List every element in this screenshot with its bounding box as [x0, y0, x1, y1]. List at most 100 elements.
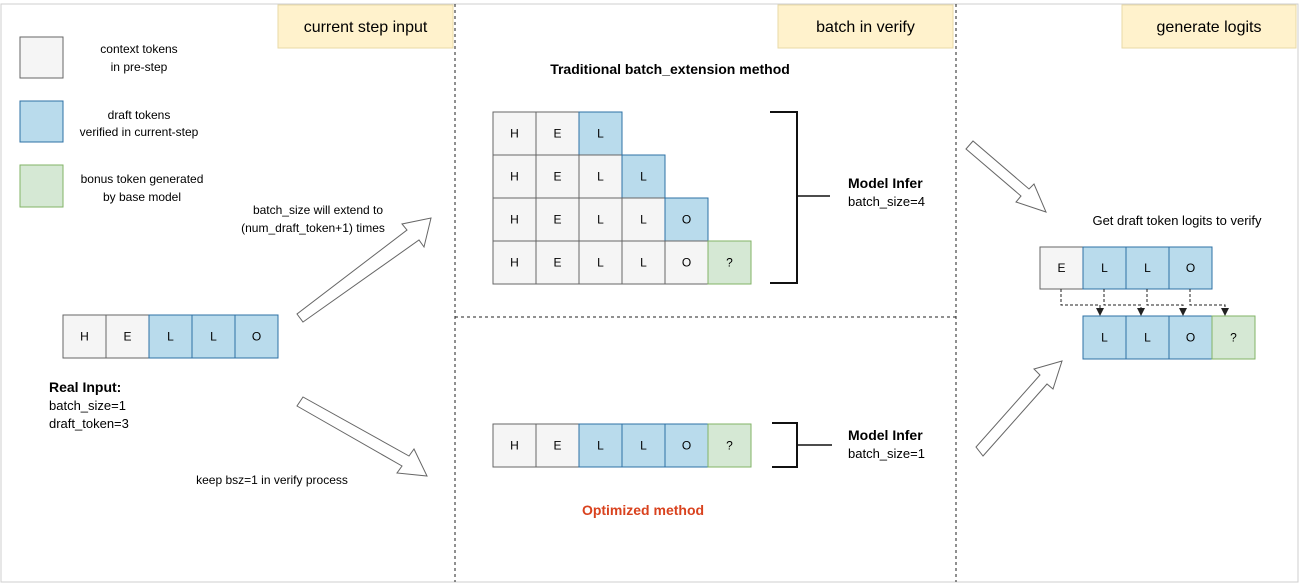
token-context: H: [492, 423, 537, 468]
token-draft: O: [1168, 315, 1213, 360]
token-draft: L: [621, 154, 666, 199]
token-label: O: [1186, 331, 1195, 345]
token-box: [535, 240, 580, 285]
to-logits-upper-arrow: [965, 140, 1047, 213]
token-label: H: [510, 213, 519, 227]
token-label: ?: [1230, 331, 1237, 345]
logits-output-token-row: L L O?: [1082, 315, 1256, 360]
token-box: [621, 423, 666, 468]
token-box: [1211, 315, 1256, 360]
legend-context-line2: in pre-step: [111, 60, 168, 74]
token-label: L: [640, 213, 647, 227]
token-label: E: [123, 330, 131, 344]
token-label: L: [1144, 331, 1151, 345]
token-draft: L: [148, 314, 193, 359]
token-box: [191, 314, 236, 359]
logits-arrow: [1146, 289, 1187, 316]
token-label: O: [682, 256, 691, 270]
token-label: H: [510, 256, 519, 270]
token-box: [707, 423, 752, 468]
token-box: [664, 197, 709, 242]
token-box: [492, 197, 537, 242]
token-box: [1125, 246, 1170, 290]
header-current-step-input: current step input: [277, 4, 454, 49]
token-box: [707, 240, 752, 285]
token-box: [578, 111, 623, 156]
legend-context-swatch: [19, 36, 64, 79]
token-label: ?: [726, 439, 733, 453]
token-context: L: [578, 154, 623, 199]
token-draft: L: [1082, 315, 1127, 360]
token-context: E: [535, 197, 580, 242]
token-label: L: [1101, 261, 1108, 275]
token-label: L: [597, 170, 604, 184]
token-label: O: [682, 213, 691, 227]
token-context: E: [535, 423, 580, 468]
header-generate-logits: generate logits: [1121, 4, 1297, 49]
token-label: L: [1144, 261, 1151, 275]
token-context: E: [1039, 246, 1084, 290]
token-bonus: ?: [1211, 315, 1256, 360]
logits-arrow: [1103, 289, 1145, 316]
token-draft: L: [578, 423, 623, 468]
token-draft: O: [664, 197, 709, 242]
traditional-bracket: [770, 111, 798, 284]
optimized-infer-title: Model Infer: [848, 427, 923, 443]
legend-bonus-line1: bonus token generated: [81, 172, 204, 186]
token-box: [492, 240, 537, 285]
token-context: O: [664, 240, 709, 285]
token-label: L: [167, 330, 174, 344]
header-batch-in-verify: batch in verify: [777, 4, 954, 49]
token-label: H: [510, 170, 519, 184]
header-batch-in-verify-label: batch in verify: [816, 19, 915, 36]
legend-draft-line2: verified in current-step: [80, 125, 199, 139]
token-box: [492, 154, 537, 199]
token-box: [578, 154, 623, 199]
token-box: [148, 314, 193, 359]
token-label: E: [553, 256, 561, 270]
batch-extend-label-line1: batch_size will extend to: [253, 203, 383, 217]
token-label: O: [682, 439, 691, 453]
traditional-method-title: Traditional batch_extension method: [550, 61, 790, 77]
token-context: L: [621, 240, 666, 285]
token-box: [664, 423, 709, 468]
token-draft: L: [1082, 246, 1127, 290]
token-label: O: [252, 330, 261, 344]
token-draft: L: [621, 423, 666, 468]
token-draft: L: [578, 111, 623, 156]
token-box: [234, 314, 279, 359]
legend: context tokens in pre-step draft tokens …: [19, 36, 204, 208]
token-box: [1039, 246, 1084, 290]
outer-frame: [0, 3, 1299, 583]
logits-arrow: [1060, 289, 1104, 316]
token-context: H: [62, 314, 107, 359]
header-current-step-input-label: current step input: [304, 19, 428, 36]
header-box: [777, 4, 954, 49]
token-label: ?: [726, 256, 733, 270]
header-box: [1121, 4, 1297, 49]
header-generate-logits-label: generate logits: [1157, 19, 1262, 36]
token-label: E: [553, 213, 561, 227]
token-label: L: [597, 127, 604, 141]
token-label: L: [597, 256, 604, 270]
real-input-batch-size: batch_size=1: [49, 398, 126, 413]
legend-bonus-swatch: [19, 164, 64, 208]
token-box: [492, 423, 537, 468]
keep-bsz-label: keep bsz=1 in verify process: [196, 473, 348, 487]
token-draft: O: [234, 314, 279, 359]
token-box: [621, 154, 666, 199]
token-label: H: [510, 439, 519, 453]
token-context: H: [492, 111, 537, 156]
token-context: E: [535, 154, 580, 199]
to-logits-lower-arrow: [975, 360, 1063, 457]
token-label: L: [597, 439, 604, 453]
optimized-bracket: [772, 422, 798, 468]
real-input-title: Real Input:: [49, 379, 121, 395]
real-input-draft-token: draft_token=3: [49, 416, 129, 431]
